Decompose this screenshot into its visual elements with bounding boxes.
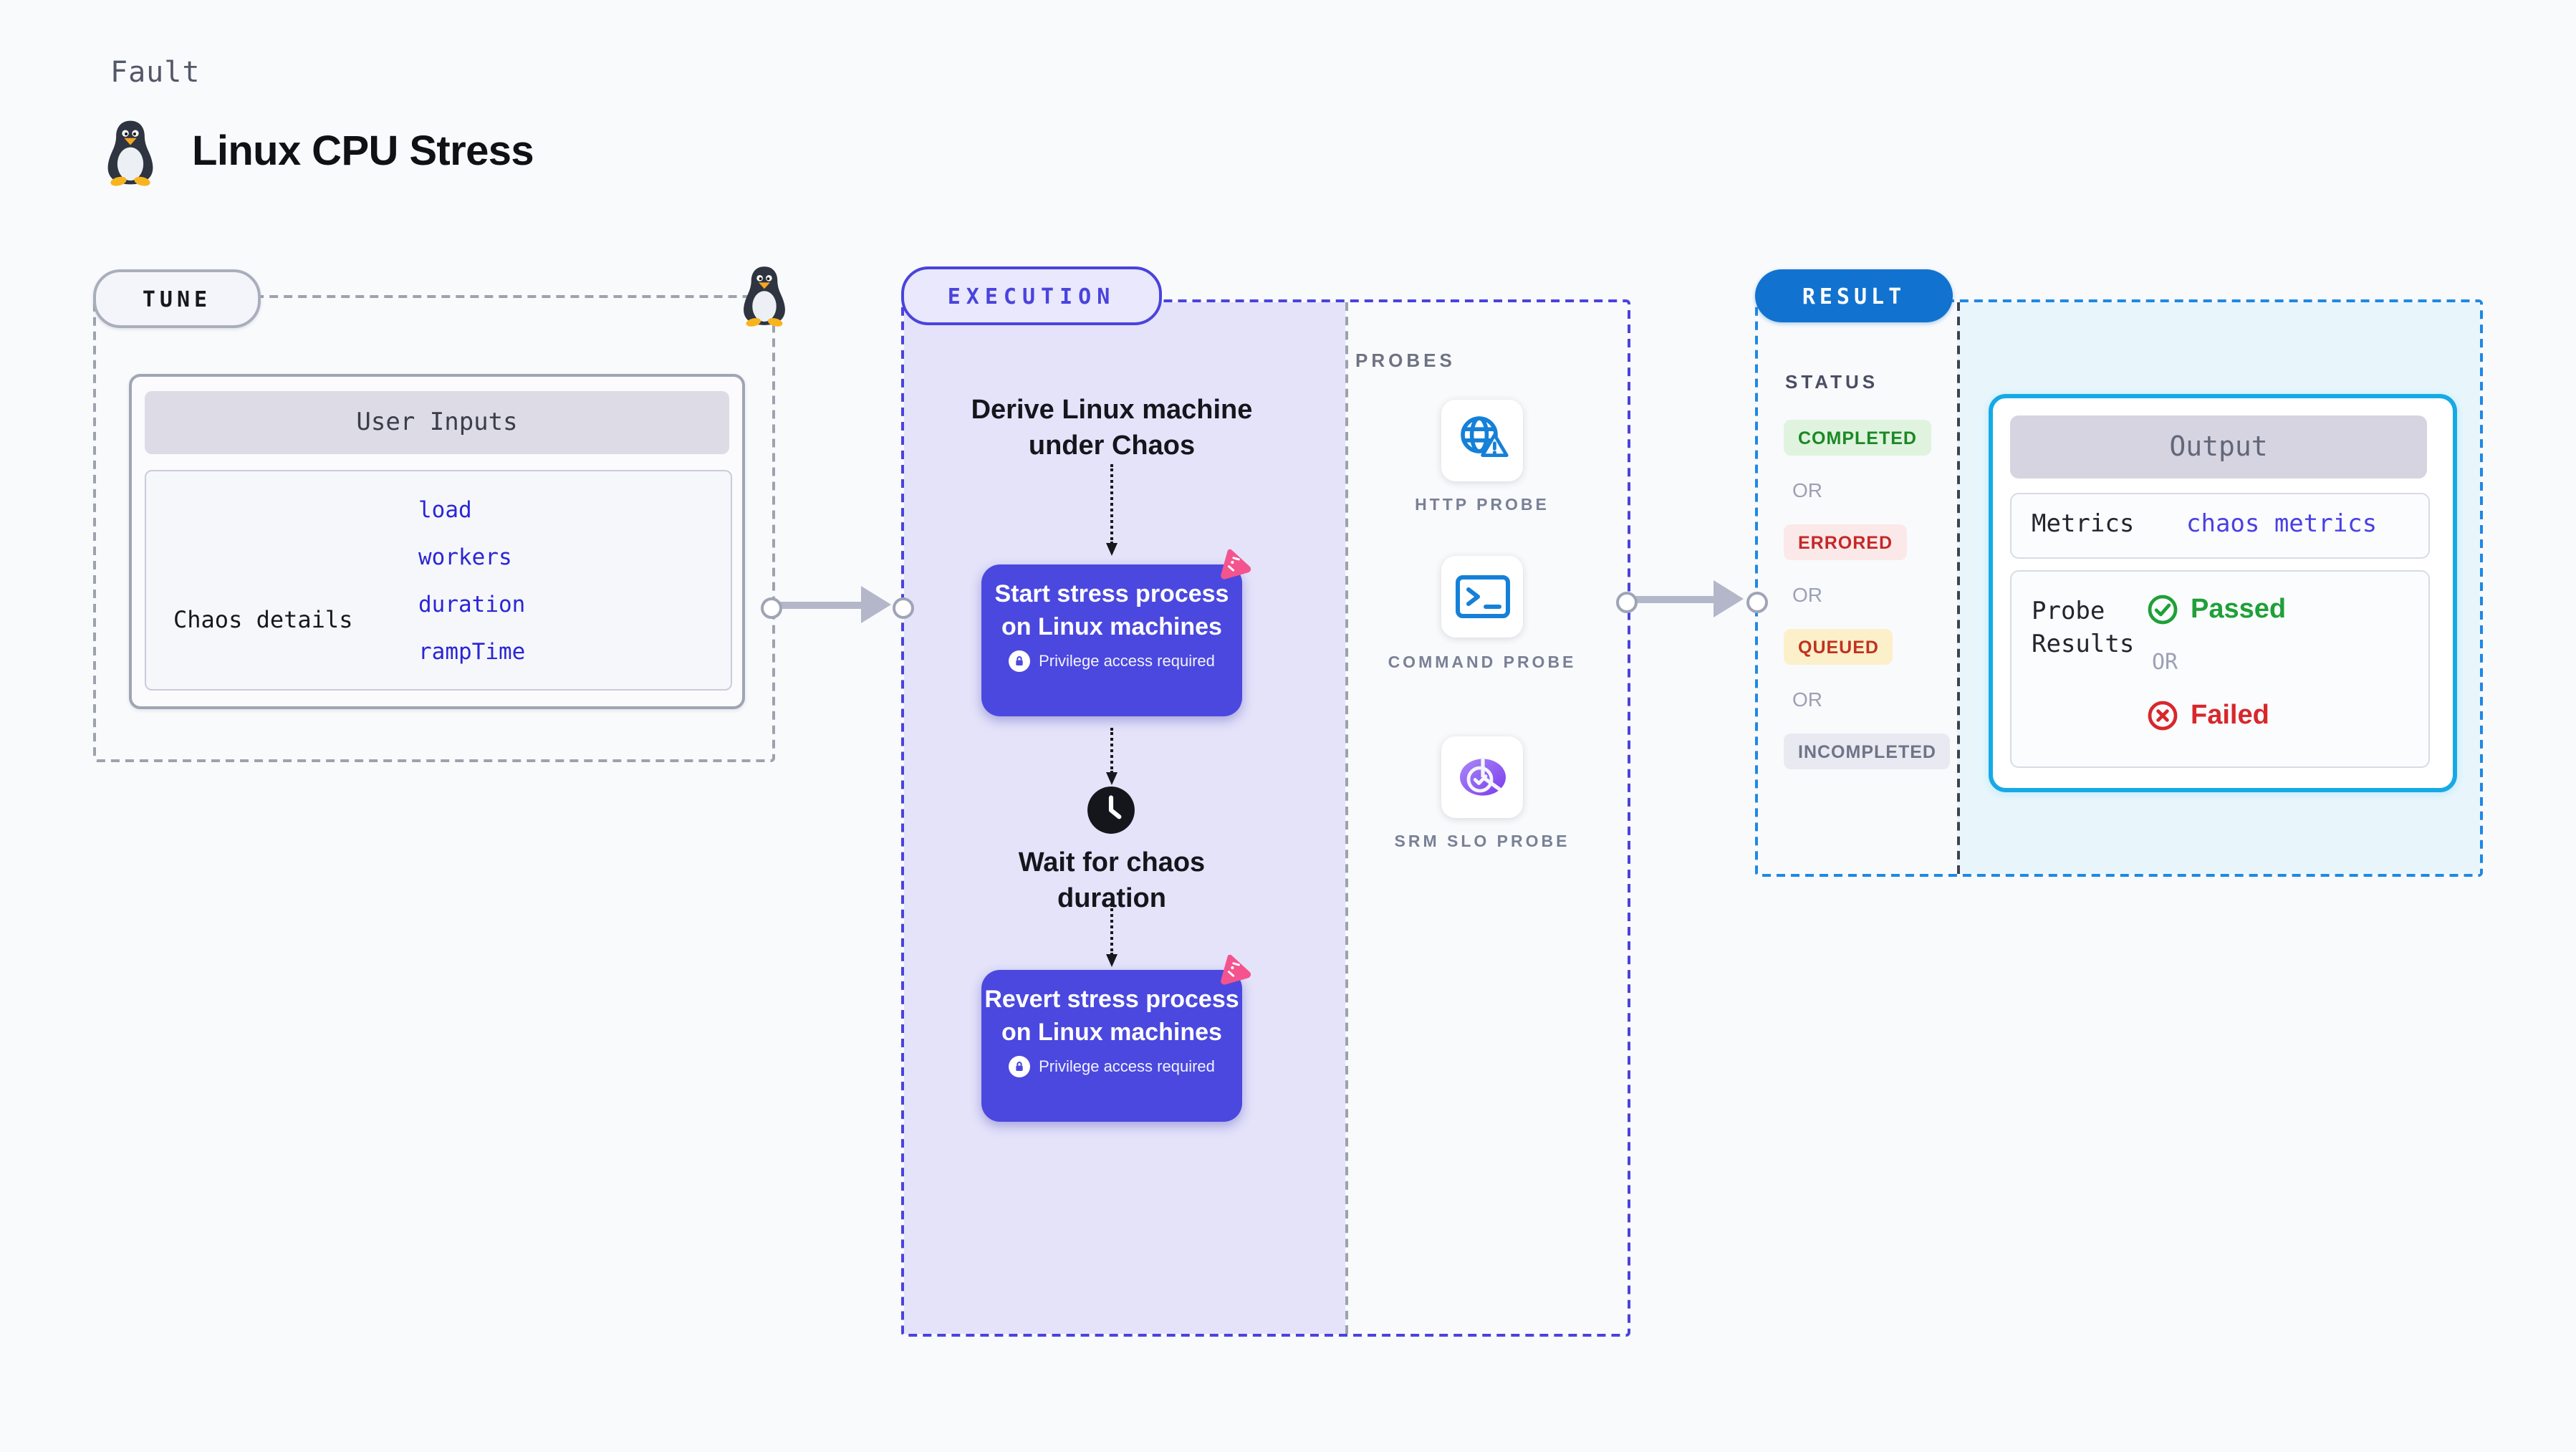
flow-arrow-down (1105, 904, 1117, 967)
status-badge-errored: ERRORED (1784, 524, 1908, 560)
or-separator: OR (1792, 688, 1822, 711)
globe-alert-icon (1460, 415, 1508, 456)
connector-dot (761, 597, 782, 618)
execution-probes-divider (1345, 302, 1348, 1334)
status-badge-incompleted: INCOMPLETED (1784, 734, 1951, 769)
arrow-head (1714, 580, 1744, 617)
slo-gauge-icon (1459, 756, 1505, 795)
command-probe-label: COMMAND PROBE (1388, 655, 1577, 672)
derive-step-label: Derive Linux machine under Chaos (971, 395, 1253, 461)
terminal-icon (1455, 574, 1509, 617)
connector-dot (1746, 591, 1768, 612)
or-separator: OR (1792, 583, 1822, 606)
wait-step-label: Wait for chaos duration (1018, 848, 1206, 914)
linux-penguin-icon (744, 266, 785, 327)
arrow-line (778, 601, 864, 608)
input-duration[interactable]: duration (418, 592, 526, 617)
x-circle-icon (2148, 701, 2178, 731)
revert-stress-label: Revert stress process on Linux machines (984, 986, 1239, 1046)
start-privilege-note: Privilege access required (1039, 653, 1215, 670)
metrics-label: Metrics (2032, 510, 2135, 539)
start-stress-step[interactable]: Start stress process on Linux machines P… (981, 564, 1242, 716)
linux-penguin-icon (107, 120, 153, 186)
input-workers[interactable]: workers (418, 544, 512, 570)
arrow-head (861, 586, 891, 623)
result-pill[interactable]: RESULT (1755, 269, 1953, 322)
connector-dot (1616, 591, 1638, 612)
revert-privilege-note: Privilege access required (1039, 1058, 1215, 1075)
failed-label: Failed (2191, 700, 2269, 730)
passed-label: Passed (2191, 594, 2287, 624)
flow-arrow-down (1105, 464, 1117, 556)
chaos-details-row: Chaos details load workers duration ramp… (145, 470, 732, 691)
srm-slo-probe-label: SRM SLO PROBE (1394, 834, 1570, 851)
probe-result-passed: Passed (2146, 593, 2286, 626)
probe-result-failed: Failed (2146, 699, 2269, 732)
page-title: Linux CPU Stress (192, 129, 534, 175)
probe-results-label: Probe Results (2032, 597, 2135, 659)
http-probe-card[interactable] (1441, 400, 1523, 481)
http-probe-label: HTTP PROBE (1415, 497, 1549, 514)
or-separator: OR (1792, 479, 1822, 501)
lock-icon (1009, 1056, 1031, 1077)
or-separator: OR (2152, 649, 2178, 675)
probe-results-row: Probe Results Passed OR Failed (2010, 570, 2430, 768)
probes-heading: PROBES (1355, 350, 1456, 371)
status-heading: STATUS (1785, 371, 1879, 393)
output-header: Output (2010, 415, 2427, 479)
clock-icon (1087, 787, 1135, 834)
connector-dot (893, 597, 914, 618)
arrow-line (1633, 595, 1716, 602)
chaos-details-label: Chaos details (173, 606, 353, 633)
chaos-experiment-badge-icon (1221, 549, 1251, 580)
status-output-divider (1957, 302, 1960, 874)
user-inputs-header: User Inputs (145, 391, 729, 454)
metrics-value-link[interactable]: chaos metrics (2186, 510, 2378, 539)
tune-pill[interactable]: TUNE (93, 269, 261, 328)
user-inputs-card: User Inputs Chaos details load workers d… (129, 374, 745, 709)
chaos-experiment-badge-icon (1221, 954, 1251, 985)
input-ramptime[interactable]: rampTime (418, 639, 526, 665)
lock-icon (1009, 650, 1031, 672)
output-card: Output Metrics chaos metrics Probe Resul… (1989, 394, 2457, 792)
command-probe-card[interactable] (1441, 556, 1523, 638)
start-stress-label: Start stress process on Linux machines (994, 580, 1229, 640)
status-badge-completed: COMPLETED (1784, 420, 1931, 456)
input-load[interactable]: load (418, 497, 472, 523)
srm-slo-probe-card[interactable] (1441, 736, 1523, 818)
flow-arrow-down (1105, 728, 1117, 785)
check-circle-icon (2148, 595, 2178, 625)
execution-pill[interactable]: EXECUTION (901, 266, 1162, 325)
fault-kicker: Fault (110, 54, 201, 89)
revert-stress-step[interactable]: Revert stress process on Linux machines … (981, 970, 1242, 1122)
status-badge-queued: QUEUED (1784, 629, 1893, 665)
tune-section-box (93, 295, 775, 762)
metrics-row: Metrics chaos metrics (2010, 493, 2430, 559)
